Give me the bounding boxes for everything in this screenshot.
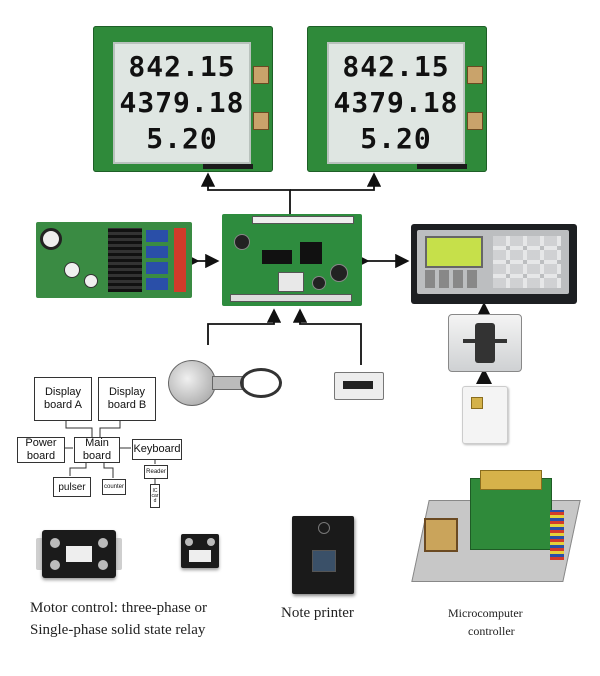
keypad-screen xyxy=(425,236,483,268)
controller-board-icon xyxy=(480,470,542,490)
relay-icon xyxy=(278,272,304,292)
counter xyxy=(334,372,384,400)
lcd-volume: 842.15 xyxy=(128,50,236,83)
lcd-price: 5.20 xyxy=(360,122,432,155)
block-counter: counter xyxy=(102,479,126,495)
capacitor-icon xyxy=(330,264,348,282)
card-slot-icon xyxy=(475,323,495,363)
capacitor-icon xyxy=(312,276,326,290)
chip-icon xyxy=(471,397,483,409)
relay-label-icon xyxy=(189,550,211,562)
heatsink-icon xyxy=(108,228,142,292)
printer-window-icon xyxy=(312,550,336,572)
transformer-icon xyxy=(40,228,62,250)
block-ic-card: IC card xyxy=(150,484,160,508)
pin-header-icon xyxy=(252,216,354,224)
lcd-amount: 4379.18 xyxy=(119,86,245,119)
display-board-a: 842.15 4379.18 5.20 xyxy=(93,26,273,172)
relay-icon xyxy=(146,246,168,258)
lcd-screen-b: 842.15 4379.18 5.20 xyxy=(327,42,465,164)
connector-icon xyxy=(253,112,269,130)
controller-board-icon xyxy=(470,478,552,550)
lcd-price: 5.20 xyxy=(146,122,218,155)
relay-label-icon xyxy=(66,546,92,562)
terminal-block-icon xyxy=(174,228,186,292)
arrow-to-display-b xyxy=(290,172,382,191)
connector-icon xyxy=(467,66,483,84)
connector-icon xyxy=(253,66,269,84)
numeric-keys xyxy=(493,236,561,288)
block-display-b: Display board B xyxy=(98,377,156,421)
terminal-icon xyxy=(185,538,193,546)
caption-motor-line2: Single-phase solid state relay xyxy=(30,622,206,638)
lcd-screen-a: 842.15 4379.18 5.20 xyxy=(113,42,251,164)
card-slot-icon xyxy=(463,339,507,343)
note-printer xyxy=(292,516,354,594)
power-board xyxy=(36,222,192,298)
terminal-icon xyxy=(50,560,60,570)
capacitor-icon xyxy=(234,234,250,250)
microcomputer-controller xyxy=(410,470,581,586)
lcd-amount: 4379.18 xyxy=(333,86,459,119)
lcd-volume: 842.15 xyxy=(342,50,450,83)
caption-micro-line2: controller xyxy=(468,624,515,638)
arrow-pulser-main xyxy=(207,308,282,345)
card-reader xyxy=(448,314,522,372)
caption-printer: Note printer xyxy=(281,605,354,621)
pin-header-icon xyxy=(203,164,253,169)
single-phase-relay xyxy=(181,534,219,568)
printer-button-icon xyxy=(318,522,330,534)
block-pulser: pulser xyxy=(53,477,91,497)
function-keys xyxy=(425,270,479,288)
block-keyboard: Keyboard xyxy=(132,439,182,460)
chip-icon xyxy=(300,242,322,264)
relay-icon xyxy=(146,262,168,274)
relay-icon xyxy=(146,230,168,242)
display-board-b: 842.15 4379.18 5.20 xyxy=(307,26,487,172)
terminal-icon xyxy=(98,560,108,570)
capacitor-icon xyxy=(64,262,80,278)
three-phase-relay xyxy=(36,530,122,578)
keypad-panel xyxy=(417,230,569,294)
pulser-body-icon xyxy=(168,360,216,406)
caption-micro-line1: Microcomputer xyxy=(448,606,523,620)
capacitor-icon xyxy=(84,274,98,288)
block-main: Main board xyxy=(74,437,120,463)
block-reader: Reader xyxy=(144,465,168,479)
chip-icon xyxy=(262,250,292,264)
terminal-icon xyxy=(207,538,215,546)
block-power: Power board xyxy=(17,437,65,463)
relay-icon xyxy=(146,278,168,290)
block-diagram-lines xyxy=(64,420,156,484)
cable-icon xyxy=(240,368,282,398)
transformer-icon xyxy=(424,518,458,552)
caption-motor-line1: Motor control: three-phase or xyxy=(30,600,208,616)
arrow-to-display-a xyxy=(200,172,291,214)
main-board xyxy=(222,214,362,306)
ic-card xyxy=(462,386,508,444)
pin-header-icon xyxy=(417,164,467,169)
pulser xyxy=(168,356,282,408)
cable-icon xyxy=(550,510,564,560)
terminal-icon xyxy=(98,538,108,548)
arrow-counter-main xyxy=(292,308,362,365)
terminal-icon xyxy=(50,538,60,548)
block-display-a: Display board A xyxy=(34,377,92,421)
connector-icon xyxy=(467,112,483,130)
pin-header-icon xyxy=(230,294,352,302)
keyboard-module xyxy=(411,224,577,304)
counter-digits-icon xyxy=(343,381,373,389)
